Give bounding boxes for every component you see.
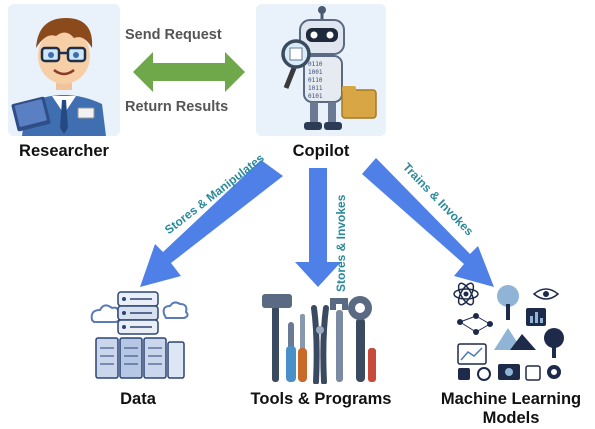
edge-label-tools: Stores & Invokes: [334, 194, 348, 292]
toolbox-icon: [262, 288, 380, 384]
machine-learning-icon: [450, 280, 570, 382]
send-request-label: Send Request: [125, 27, 222, 43]
database-servers-icon: [80, 284, 196, 384]
svg-text:1011: 1011: [308, 85, 323, 92]
researcher-label: Researcher: [19, 142, 109, 160]
copilot-label: Copilot: [292, 142, 350, 160]
arrow-to-ml: [362, 158, 494, 287]
arrow-to-tools: [295, 168, 341, 287]
data-label: Data: [120, 390, 156, 408]
return-results-label: Return Results: [125, 99, 229, 115]
ml-label: Machine Learning Models: [432, 390, 590, 428]
exchange-arrow: [133, 52, 245, 92]
svg-text:0110: 0110: [308, 77, 323, 84]
svg-text:0101: 0101: [308, 93, 323, 100]
ml-label-line2: Models: [482, 409, 540, 427]
researcher-avatar-icon: [8, 4, 120, 136]
ml-label-line1: Machine Learning: [440, 390, 582, 408]
svg-text:0110: 0110: [308, 61, 323, 68]
svg-text:1001: 1001: [308, 69, 323, 76]
tools-label: Tools & Programs: [250, 390, 392, 408]
arrow-to-data: [140, 160, 283, 287]
